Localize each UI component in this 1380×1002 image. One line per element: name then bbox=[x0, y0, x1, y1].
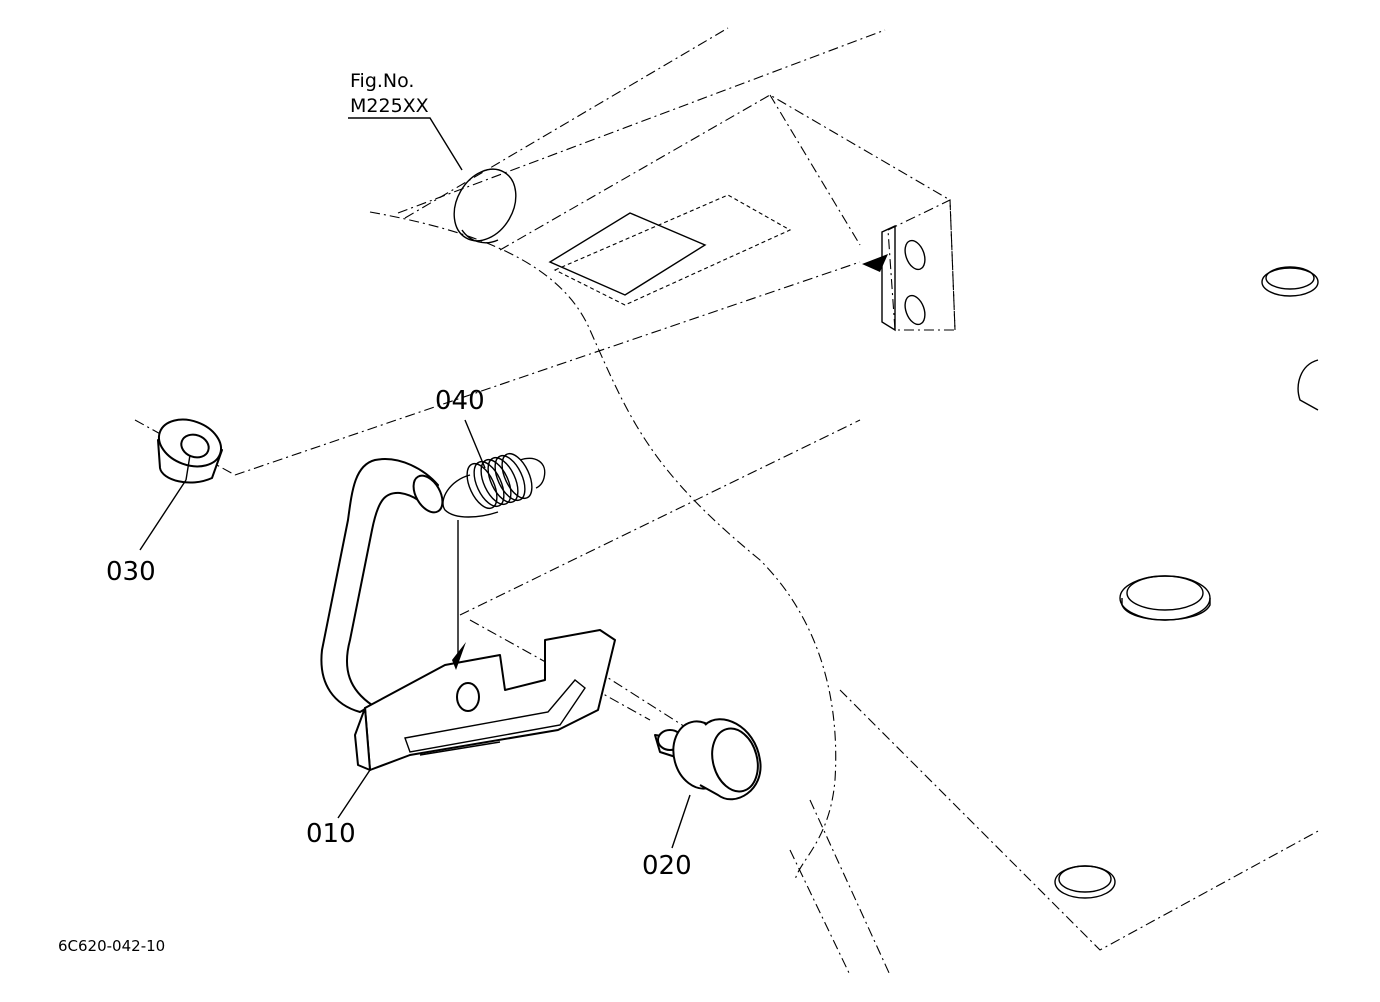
housing-window bbox=[548, 194, 792, 306]
part-020-bolt[interactable] bbox=[654, 715, 765, 801]
housing-bore bbox=[453, 168, 517, 244]
part-040-spring[interactable] bbox=[442, 449, 546, 518]
part-030-collar[interactable] bbox=[152, 411, 227, 484]
callout-040[interactable]: 040 bbox=[435, 386, 485, 416]
drawing-code: 6C620-042-10 bbox=[58, 937, 165, 955]
mounting-bracket bbox=[862, 199, 956, 332]
housing-outline bbox=[134, 27, 1321, 976]
callout-020[interactable]: 020 bbox=[642, 851, 692, 881]
callout-010[interactable]: 010 bbox=[306, 819, 356, 849]
leader-lines bbox=[139, 117, 691, 849]
callout-030[interactable]: 030 bbox=[106, 557, 156, 587]
fig-label: Fig.No. bbox=[350, 70, 414, 92]
part-010-lever[interactable] bbox=[320, 458, 616, 771]
housing-holes bbox=[1054, 266, 1319, 899]
fig-number: M225XX bbox=[350, 95, 429, 117]
